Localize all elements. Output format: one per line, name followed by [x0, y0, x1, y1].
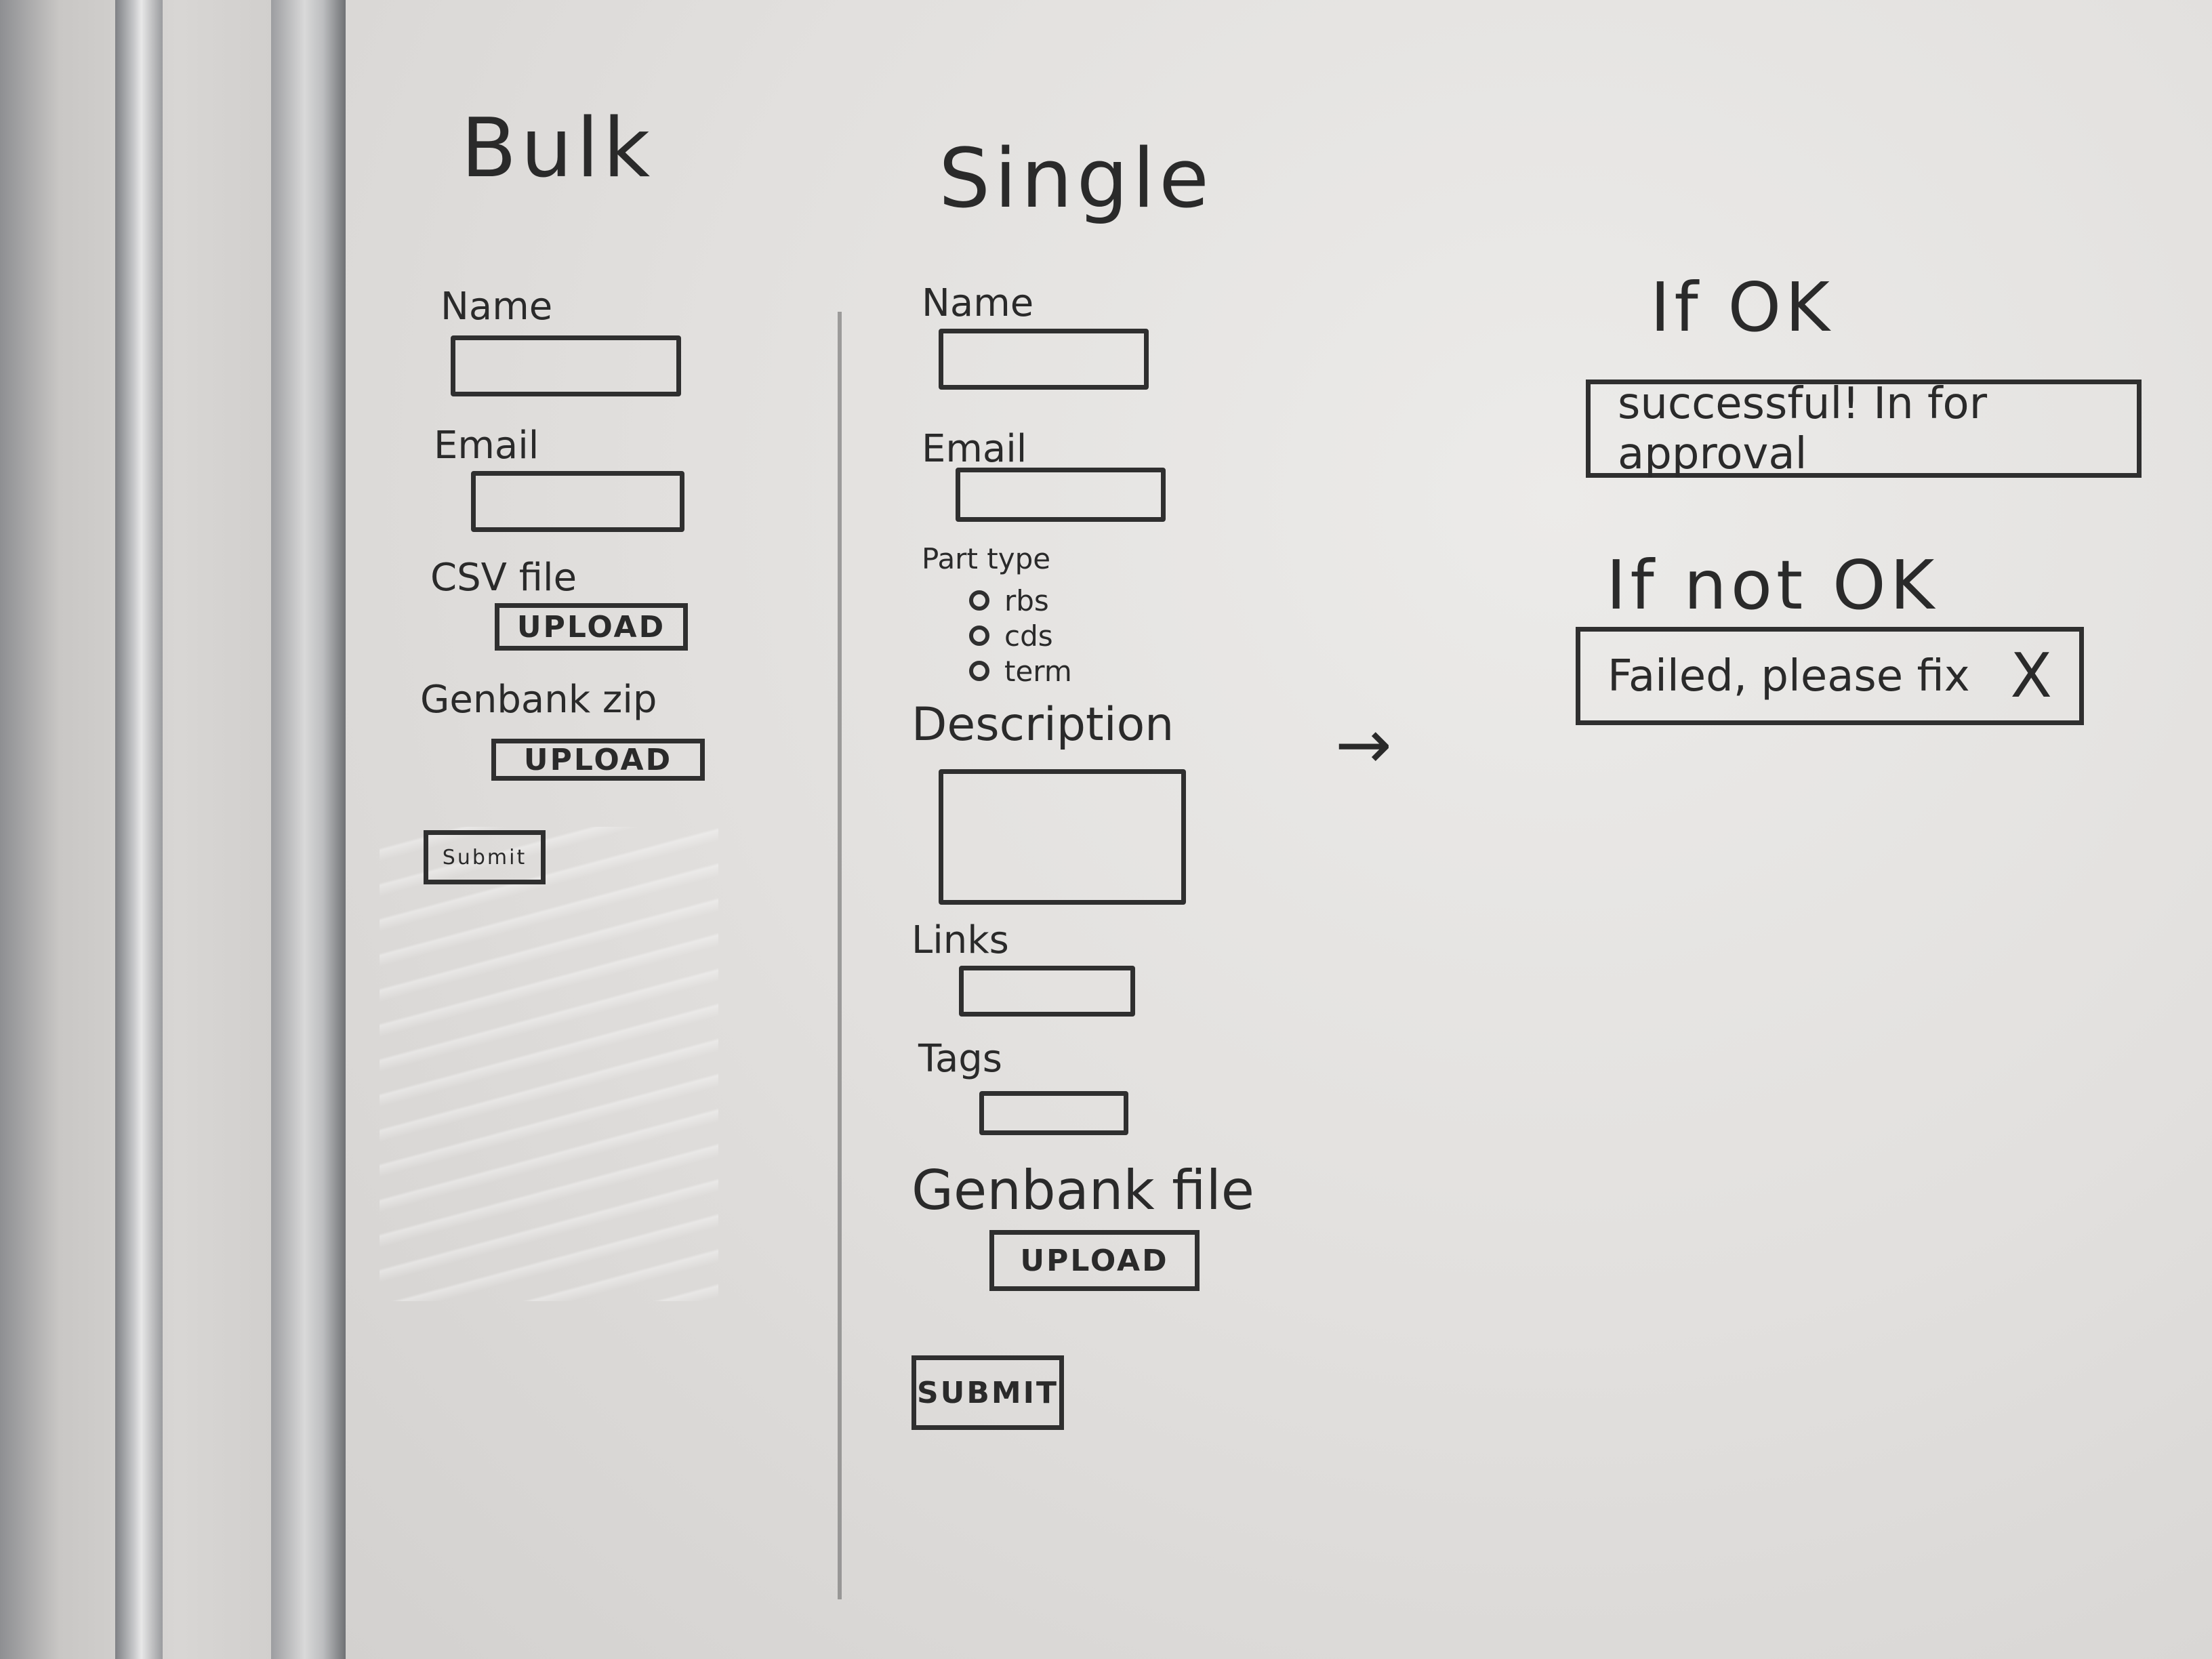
radio-button-icon[interactable]	[969, 626, 989, 646]
radio-option-term[interactable]: term	[969, 653, 1072, 689]
single-genbank-label: Genbank file	[912, 1159, 1255, 1222]
whiteboard-frame-edge	[271, 0, 346, 1659]
close-icon[interactable]: X	[2010, 640, 2052, 712]
radio-button-icon[interactable]	[969, 661, 989, 681]
description-label: Description	[912, 698, 1174, 752]
radio-option-cds[interactable]: cds	[969, 618, 1072, 653]
bulk-genbank-upload-button[interactable]: UPLOAD	[491, 739, 705, 781]
radio-label: rbs	[1004, 583, 1049, 617]
radio-button-icon[interactable]	[969, 590, 989, 611]
part-type-label: Part type	[922, 542, 1051, 575]
part-type-radio-group: rbs cds term	[969, 583, 1072, 689]
bulk-email-label: Email	[434, 424, 539, 468]
bulk-name-input[interactable]	[451, 335, 681, 396]
description-textarea[interactable]	[939, 769, 1186, 905]
single-genbank-upload-button[interactable]: UPLOAD	[989, 1230, 1200, 1291]
success-message-text: successful! In for approval	[1618, 378, 1987, 479]
single-heading: Single	[939, 132, 1213, 226]
bulk-genbank-label: Genbank zip	[420, 678, 657, 722]
flow-arrow: →	[1335, 705, 1392, 784]
radio-option-rbs[interactable]: rbs	[969, 583, 1072, 618]
bulk-heading: Bulk	[461, 102, 655, 196]
bulk-email-input[interactable]	[471, 471, 684, 532]
tags-input[interactable]	[979, 1091, 1128, 1135]
whiteboard	[346, 0, 2212, 1659]
single-name-label: Name	[922, 281, 1034, 325]
error-message-banner: Failed, please fix X	[1576, 627, 2084, 725]
single-email-label: Email	[922, 427, 1027, 471]
if-ok-heading: If OK	[1650, 268, 1834, 347]
radio-label: term	[1004, 654, 1072, 688]
links-input[interactable]	[959, 966, 1135, 1017]
bulk-name-label: Name	[441, 285, 553, 329]
links-label: Links	[912, 918, 1009, 962]
frame-post	[115, 0, 163, 1659]
single-name-input[interactable]	[939, 329, 1149, 390]
single-submit-button[interactable]: SUBMIT	[912, 1355, 1064, 1430]
bulk-csv-upload-button[interactable]: UPLOAD	[495, 603, 688, 651]
success-message-banner: successful! In for approval	[1586, 378, 2142, 479]
radio-label: cds	[1004, 619, 1053, 653]
column-divider	[838, 312, 842, 1599]
error-message-text: Failed, please fix	[1607, 651, 1970, 701]
if-not-ok-heading: If not OK	[1606, 546, 1939, 625]
bulk-csv-label: CSV file	[430, 556, 577, 600]
single-email-input[interactable]	[956, 468, 1166, 522]
tags-label: Tags	[918, 1037, 1002, 1081]
bulk-submit-button[interactable]: Submit	[424, 830, 546, 884]
window-reflection	[380, 827, 718, 1301]
